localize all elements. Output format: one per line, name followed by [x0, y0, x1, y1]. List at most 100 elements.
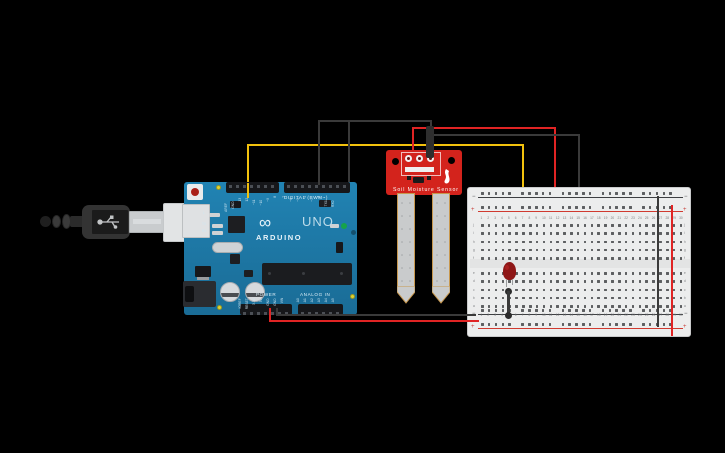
- bb-hole-h26[interactable]: [652, 240, 655, 244]
- bb-hole-f11[interactable]: [549, 257, 553, 260]
- bb-hole-b11[interactable]: [549, 296, 553, 300]
- bb-hole-d16[interactable]: [583, 280, 587, 283]
- bb-hole-b12[interactable]: [556, 296, 559, 300]
- bb-rail-hole-top-minus-22[interactable]: [655, 192, 659, 195]
- bb-hole-j6[interactable]: [515, 224, 518, 227]
- bb-hole-j7[interactable]: [522, 224, 525, 227]
- bb-hole-h13[interactable]: [563, 240, 566, 244]
- bb-hole-b25[interactable]: [645, 296, 648, 300]
- bb-hole-c3[interactable]: [494, 288, 498, 292]
- bb-rail-hole-bottom-minus-5[interactable]: [521, 309, 524, 312]
- bb-hole-f21[interactable]: [618, 257, 621, 260]
- bb-hole-a28[interactable]: [665, 305, 669, 308]
- bb-hole-h16[interactable]: [583, 240, 587, 244]
- bb-rail-hole-top-plus-20[interactable]: [642, 206, 645, 209]
- bb-hole-b17[interactable]: [590, 296, 594, 300]
- bb-hole-h29[interactable]: [672, 240, 676, 244]
- bb-hole-f9[interactable]: [535, 257, 539, 260]
- bb-hole-d20[interactable]: [611, 280, 614, 283]
- bb-hole-a20[interactable]: [611, 305, 614, 308]
- bb-hole-d13[interactable]: [563, 280, 566, 283]
- bb-hole-e10[interactable]: [542, 272, 546, 275]
- bb-hole-e12[interactable]: [556, 272, 559, 275]
- bb-hole-e21[interactable]: [618, 272, 621, 275]
- bb-hole-e25[interactable]: [645, 272, 648, 275]
- bb-hole-i8[interactable]: [528, 232, 532, 235]
- bb-hole-b8[interactable]: [528, 296, 532, 300]
- bb-rail-hole-top-plus-12[interactable]: [575, 206, 578, 209]
- bb-hole-g28[interactable]: [665, 248, 669, 252]
- icsp-header-main[interactable]: [336, 242, 343, 253]
- bb-hole-e8[interactable]: [528, 272, 532, 275]
- bb-hole-i19[interactable]: [604, 232, 607, 235]
- bb-hole-e28[interactable]: [665, 272, 669, 275]
- bb-rail-hole-top-plus-14[interactable]: [588, 206, 592, 209]
- bb-hole-j3[interactable]: [494, 224, 498, 227]
- bb-hole-c2[interactable]: [487, 288, 491, 292]
- bb-hole-e18[interactable]: [597, 272, 601, 275]
- bb-rail-hole-bottom-plus-21[interactable]: [648, 323, 652, 326]
- bb-hole-i25[interactable]: [645, 232, 648, 235]
- bb-hole-d17[interactable]: [590, 280, 594, 283]
- bb-rail-hole-top-minus-14[interactable]: [588, 192, 592, 195]
- bb-hole-e30[interactable]: [679, 272, 683, 275]
- bb-hole-h19[interactable]: [604, 240, 607, 244]
- power-barrel-jack[interactable]: [183, 281, 216, 307]
- bb-rail-hole-bottom-minus-2[interactable]: [494, 309, 498, 312]
- bb-hole-g20[interactable]: [611, 248, 614, 252]
- bb-rail-hole-bottom-plus-17[interactable]: [615, 323, 619, 326]
- bb-hole-a22[interactable]: [624, 305, 628, 308]
- bb-hole-c19[interactable]: [604, 288, 607, 292]
- reset-button[interactable]: [187, 184, 203, 200]
- bb-hole-j26[interactable]: [652, 224, 655, 227]
- bb-rail-hole-bottom-minus-8[interactable]: [541, 309, 545, 312]
- bb-rail-hole-bottom-minus-24[interactable]: [669, 309, 672, 312]
- bb-hole-a21[interactable]: [618, 305, 621, 308]
- bb-hole-c9[interactable]: [535, 288, 539, 292]
- bb-hole-d12[interactable]: [556, 280, 559, 283]
- bb-hole-i9[interactable]: [535, 232, 539, 235]
- bb-hole-h14[interactable]: [570, 240, 573, 244]
- bb-hole-g1[interactable]: [481, 248, 484, 252]
- bb-hole-g24[interactable]: [638, 248, 642, 252]
- bb-hole-b15[interactable]: [576, 296, 580, 300]
- digital-header-left[interactable]: [284, 182, 350, 193]
- bb-hole-f19[interactable]: [604, 257, 607, 260]
- breadboard-hole-grid[interactable]: jjiihhggffeeddccbbaa11223344556677889910…: [468, 188, 692, 338]
- bb-hole-f17[interactable]: [590, 257, 594, 260]
- bb-hole-b9[interactable]: [535, 296, 539, 300]
- bb-hole-c14[interactable]: [570, 288, 573, 292]
- bb-rail-hole-top-plus-23[interactable]: [662, 206, 666, 209]
- bb-hole-b10[interactable]: [542, 296, 546, 300]
- bb-rail-hole-bottom-minus-17[interactable]: [615, 309, 619, 312]
- bb-hole-e1[interactable]: [481, 272, 484, 275]
- bb-hole-d28[interactable]: [665, 280, 669, 283]
- bb-rail-hole-bottom-plus-8[interactable]: [541, 323, 545, 326]
- bb-hole-e22[interactable]: [624, 272, 628, 275]
- bb-hole-f10[interactable]: [542, 257, 546, 260]
- bb-hole-a18[interactable]: [597, 305, 601, 308]
- bb-hole-e17[interactable]: [590, 272, 594, 275]
- bb-hole-f2[interactable]: [487, 257, 491, 260]
- bb-hole-h18[interactable]: [597, 240, 601, 244]
- bb-hole-c11[interactable]: [549, 288, 553, 292]
- bb-hole-h1[interactable]: [481, 240, 484, 244]
- bb-hole-d25[interactable]: [645, 280, 648, 283]
- bb-hole-i22[interactable]: [624, 232, 628, 235]
- bb-rail-hole-top-minus-23[interactable]: [662, 192, 666, 195]
- bb-hole-j17[interactable]: [590, 224, 594, 227]
- bb-hole-f4[interactable]: [501, 257, 505, 260]
- bb-rail-hole-top-minus-6[interactable]: [528, 192, 531, 195]
- bb-hole-i5[interactable]: [508, 232, 511, 235]
- bb-hole-g13[interactable]: [563, 248, 566, 252]
- bb-rail-hole-bottom-plus-1[interactable]: [487, 323, 491, 326]
- bb-hole-c18[interactable]: [597, 288, 601, 292]
- bb-hole-j5[interactable]: [508, 224, 511, 227]
- bb-hole-g4[interactable]: [501, 248, 505, 252]
- bb-hole-a17[interactable]: [590, 305, 594, 308]
- bb-hole-c22[interactable]: [624, 288, 628, 292]
- bb-rail-hole-bottom-minus-16[interactable]: [608, 309, 612, 312]
- bb-hole-h7[interactable]: [522, 240, 525, 244]
- bb-hole-j13[interactable]: [563, 224, 566, 227]
- bb-hole-d30[interactable]: [679, 280, 683, 283]
